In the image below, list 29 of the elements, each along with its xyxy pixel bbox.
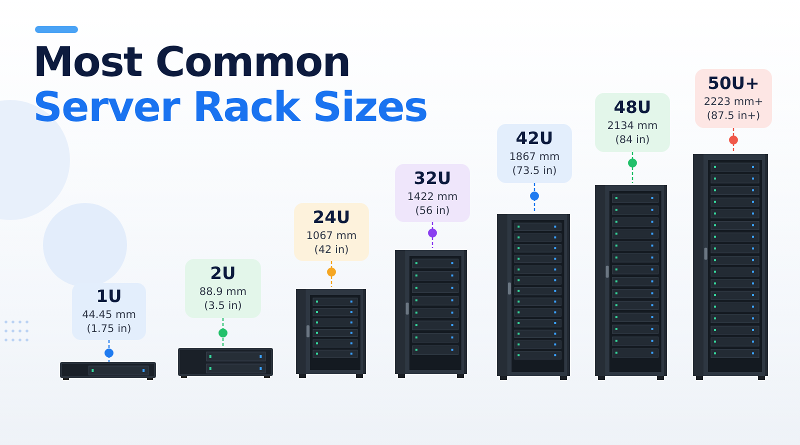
leader-line xyxy=(732,128,734,152)
size-label: 48U xyxy=(614,98,652,119)
leader-line xyxy=(432,222,434,248)
size-card xyxy=(395,164,470,222)
dimension-text: 2223 mm+ (87.5 in+) xyxy=(702,95,764,123)
dimension-text: 88.9 mm (3.5 in) xyxy=(198,285,248,313)
size-label: 42U xyxy=(516,129,554,150)
size-card xyxy=(695,69,772,128)
title: Most Common Server Rack Sizes xyxy=(33,40,428,130)
size-card xyxy=(185,259,261,318)
size-card xyxy=(497,124,572,183)
size-card xyxy=(595,93,670,152)
dimension-text: 1867 mm (73.5 in) xyxy=(508,150,561,178)
size-label: 24U xyxy=(312,208,350,228)
size-label: 32U xyxy=(414,168,452,190)
dimension-text: 1422 mm (56 in) xyxy=(406,190,459,218)
leader-line xyxy=(330,261,332,287)
dimension-text: 2134 mm (84 in) xyxy=(606,119,659,147)
dimension-text: 44.45 mm (1.75 in) xyxy=(81,308,137,336)
size-label: 50U+ xyxy=(708,74,760,95)
dimension-text: 1067 mm (42 in) xyxy=(305,228,358,256)
leader-line xyxy=(108,340,110,362)
size-card xyxy=(72,283,146,340)
size-label: 1U xyxy=(96,287,122,308)
leader-line xyxy=(534,183,536,212)
size-label: 2U xyxy=(210,264,236,285)
leader-line xyxy=(632,152,634,183)
leader-line xyxy=(222,318,224,348)
size-card xyxy=(294,203,369,261)
